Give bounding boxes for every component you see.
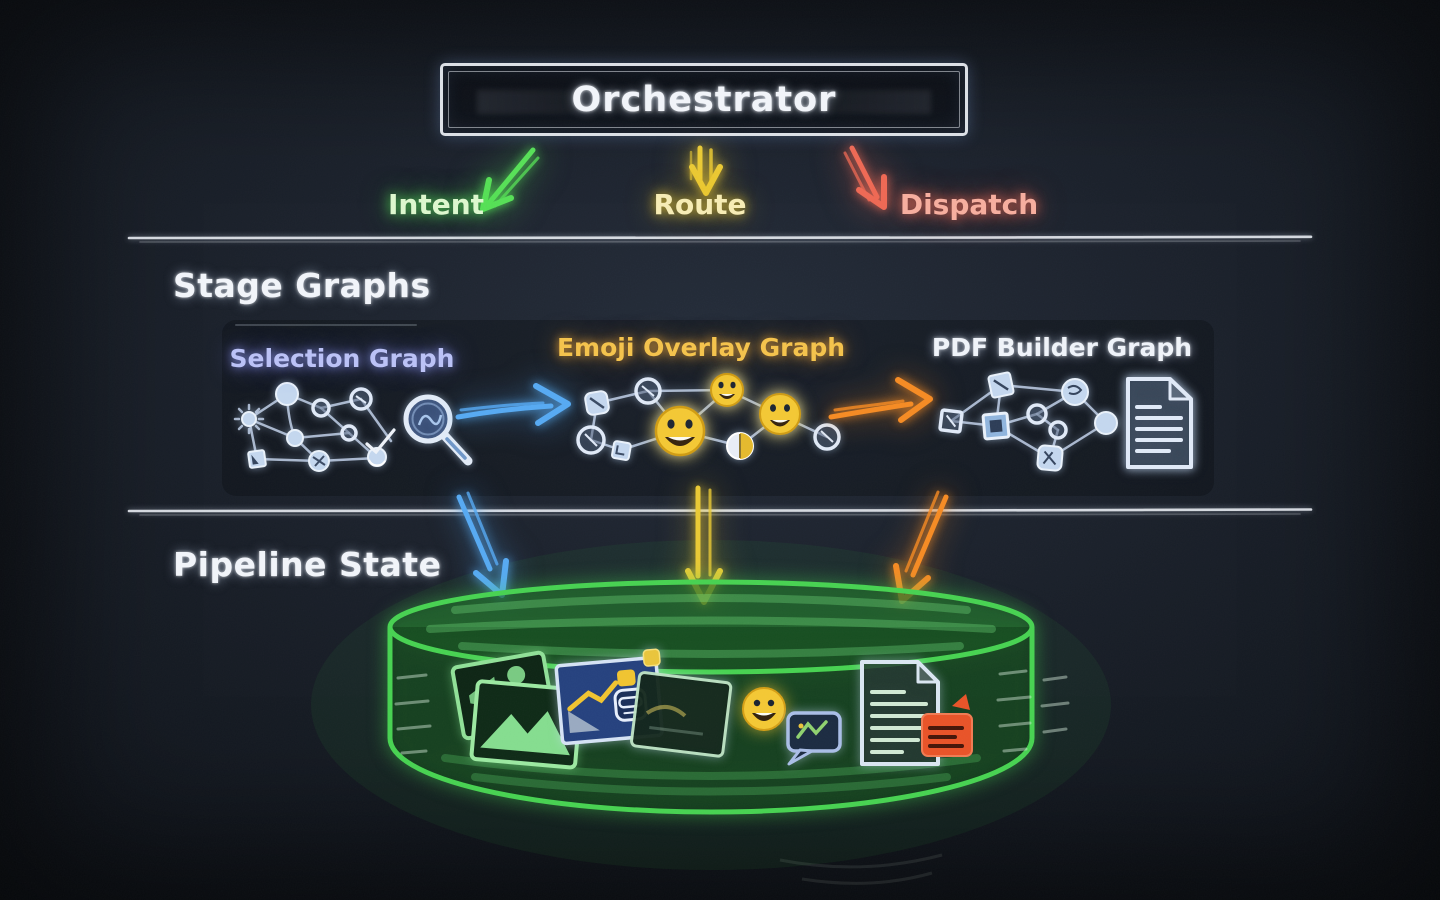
route-label: Route [653, 188, 747, 221]
dispatch-arrow-icon [843, 145, 887, 210]
separator-line-middle [127, 508, 1313, 516]
route-arrow-icon [689, 145, 723, 196]
intent-arrow-icon [480, 147, 540, 212]
separator-line-top [127, 235, 1313, 243]
emoji-graph-label: Emoji Overlay Graph [556, 333, 846, 362]
stage-graphs-heading: Stage Graphs [173, 266, 431, 305]
pipeline-state-heading: Pipeline State [173, 545, 442, 584]
pdf-graph-label: PDF Builder Graph [931, 333, 1193, 362]
orchestrator-title: Orchestrator [571, 79, 837, 120]
dispatch-label: Dispatch [899, 188, 1039, 221]
orchestrator-box: Orchestrator [440, 63, 968, 136]
smiley-emoji-icon-large [654, 405, 706, 457]
document-icon [1126, 377, 1193, 469]
smiley-emoji-icon-right [759, 393, 801, 435]
smiley-emoji-icon-top [710, 373, 744, 407]
selection-graph-label: Selection Graph [229, 344, 455, 373]
smiley-sticker-icon [742, 687, 786, 731]
intent-label: Intent [387, 188, 485, 221]
